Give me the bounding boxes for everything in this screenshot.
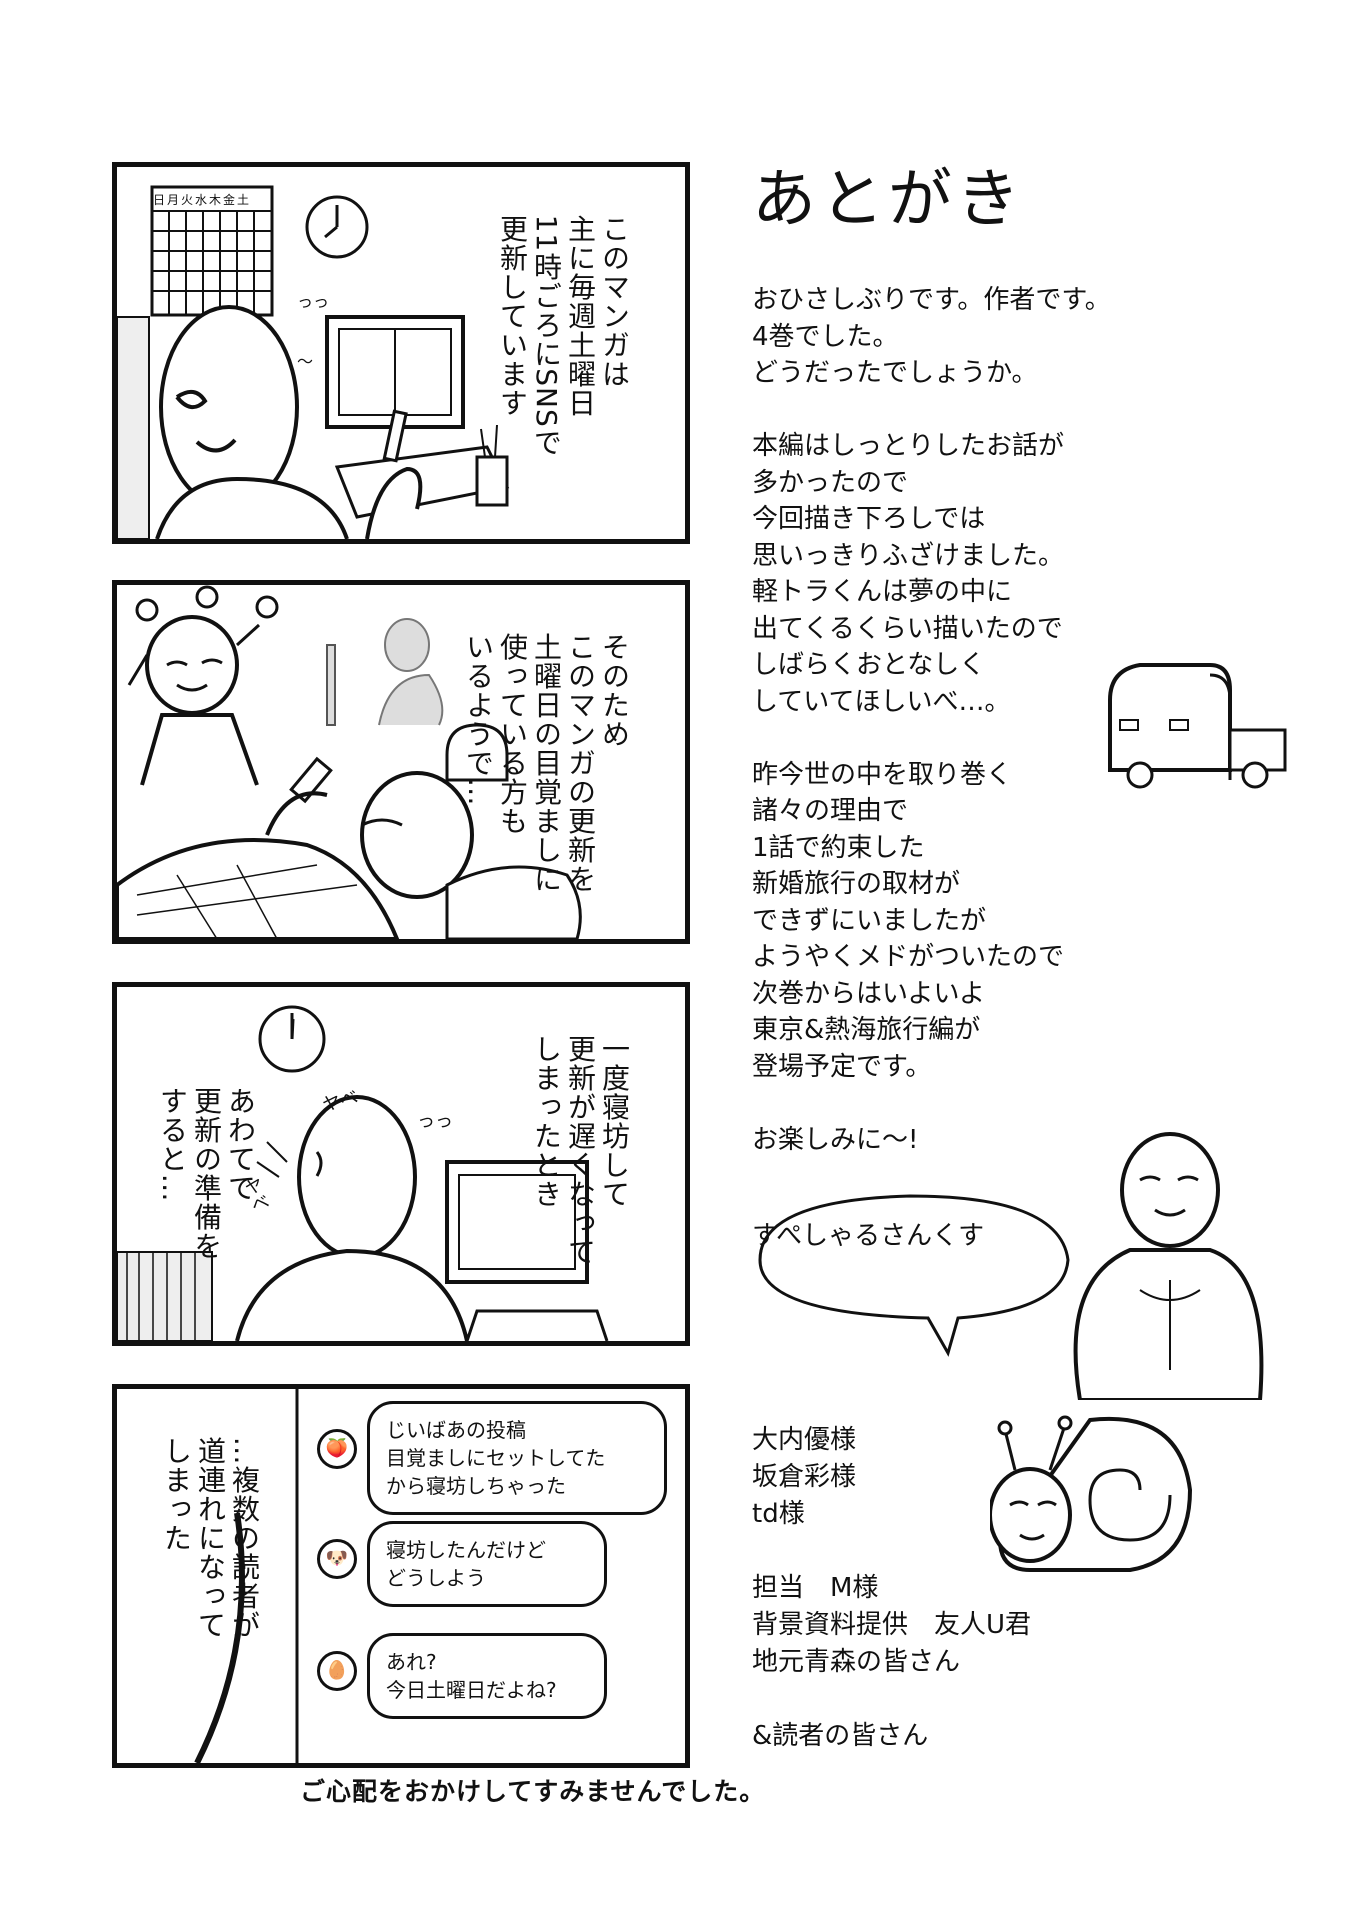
narration-line: しまったとき bbox=[530, 1034, 563, 1209]
chat-message: じいばあの投稿 目覚ましにセットしてた から寝坊しちゃった bbox=[367, 1401, 667, 1515]
svg-text:〜: 〜 bbox=[297, 352, 313, 371]
panel-1-narration: このマンガは 主に毎週土曜日 11時ごろにSNSで 更新しています bbox=[461, 175, 665, 457]
calendar-header: 日月火水木金土 bbox=[153, 193, 252, 207]
egg-icon: 🥚 bbox=[317, 1651, 357, 1691]
panel-3-narration-b: あわてて 更新の準備を すると… bbox=[121, 1047, 291, 1261]
svg-text:っっ: っっ bbox=[417, 1111, 453, 1132]
credits: 大内優様 坂倉彩様 td様 担当 M様 背景資料提供 友人U君 地元青森の皆さん… bbox=[752, 1422, 1031, 1755]
chat-message: 寝坊したんだけど どうしよう bbox=[367, 1521, 607, 1607]
afterword-paragraph: 本編はしっとりしたお話が 多かったので 今回描き下ろしでは 思いっきりふざけまし… bbox=[752, 431, 1065, 717]
narration-line: このマンガは bbox=[598, 214, 631, 389]
narration-line: 使っている方も bbox=[496, 632, 529, 836]
narration-line: 11時ごろにSNSで bbox=[530, 214, 563, 457]
credit-line: &読者の皆さん bbox=[752, 1721, 929, 1751]
panel-2-narration: そのため このマンガの更新を 土曜日の目覚ましに 使っている方も いるようで… bbox=[427, 593, 665, 894]
narration-line: いるようで… bbox=[462, 632, 495, 807]
speech-bubble-shape bbox=[758, 1194, 1070, 1357]
panel-2-illustration bbox=[117, 585, 582, 939]
narration-line: …複数の読者が bbox=[228, 1436, 261, 1640]
credit-line: 背景資料提供 友人U君 bbox=[752, 1610, 1032, 1640]
special-thanks-speech: すぺしゃるさんくす bbox=[752, 1221, 985, 1251]
credit-line: td様 bbox=[752, 1499, 805, 1529]
credit-line: 地元青森の皆さん bbox=[752, 1647, 961, 1677]
credit-line: 担当 M様 bbox=[752, 1573, 879, 1603]
comic-panel-4: …複数の読者が 道連れになって しまった 🍑 じいばあの投稿 目覚ましにセットし… bbox=[112, 1384, 690, 1768]
panel-3-illustration: っっ bbox=[117, 1005, 609, 1341]
narration-line: 更新が遅くなって bbox=[564, 1034, 597, 1267]
apology-caption: ご心配をおかけしてすみませんでした。 bbox=[300, 1777, 766, 1806]
narration-line: 主に毎週土曜日 bbox=[564, 214, 597, 418]
snail-illustration bbox=[990, 1415, 1193, 1572]
narration-line: あわてて bbox=[224, 1086, 257, 1203]
dog-icon: 🐶 bbox=[317, 1539, 357, 1579]
narration-line: 土曜日の目覚ましに bbox=[530, 632, 563, 894]
narration-line: 一度寝坊して bbox=[598, 1034, 631, 1209]
peach-icon: 🍑 bbox=[317, 1429, 357, 1469]
afterword-paragraph: お楽しみに〜! bbox=[752, 1124, 919, 1155]
narration-line: そのため bbox=[598, 632, 631, 749]
comic-panel-2: そのため このマンガの更新を 土曜日の目覚ましに 使っている方も いるようで… bbox=[112, 580, 690, 944]
page-title: あとがき bbox=[752, 163, 1024, 237]
narration-line: 道連れになって bbox=[194, 1436, 227, 1640]
muscle-man-illustration bbox=[1073, 1132, 1264, 1400]
narration-line: 更新の準備を bbox=[190, 1086, 223, 1261]
chat-message: あれ? 今日土曜日だよね? bbox=[367, 1633, 607, 1719]
credit-line: 坂倉彩様 bbox=[752, 1462, 857, 1492]
kei-truck-illustration bbox=[1108, 663, 1287, 789]
afterword-body: おひさしぶりです。作者です。 4巻でした。 どうだったでしょうか。 本編はしっと… bbox=[752, 282, 1132, 1195]
comic-panel-3: っっ 一度寝坊して 更新が遅くなって しまったとき あわてて 更新の準備を する… bbox=[112, 982, 690, 1346]
panel-3-narration-a: 一度寝坊して 更新が遅くなって しまったとき bbox=[495, 995, 665, 1267]
narration-line: しまった bbox=[160, 1436, 193, 1553]
comic-panel-1: っっ 〜 このマンガは 主に毎週土曜日 11時ごろにSNSで 更新しています 日… bbox=[112, 162, 690, 544]
afterword-paragraph: おひさしぶりです。作者です。 4巻でした。 どうだったでしょうか。 bbox=[752, 285, 1111, 388]
svg-text:っっ: っっ bbox=[297, 292, 329, 311]
narration-line: このマンガの更新を bbox=[564, 632, 597, 894]
credit-line: 大内優様 bbox=[752, 1425, 857, 1455]
narration-line: すると… bbox=[156, 1086, 189, 1203]
narration-line: 更新しています bbox=[496, 214, 529, 418]
panel-1-illustration: っっ 〜 bbox=[117, 185, 510, 539]
panel-4-narration: …複数の読者が 道連れになって しまった bbox=[125, 1397, 295, 1640]
afterword-paragraph: 昨今世の中を取り巻く 諸々の理由で 1話で約束した 新婚旅行の取材が できずにい… bbox=[752, 759, 1065, 1082]
panel-4-illustration bbox=[194, 1389, 299, 1763]
